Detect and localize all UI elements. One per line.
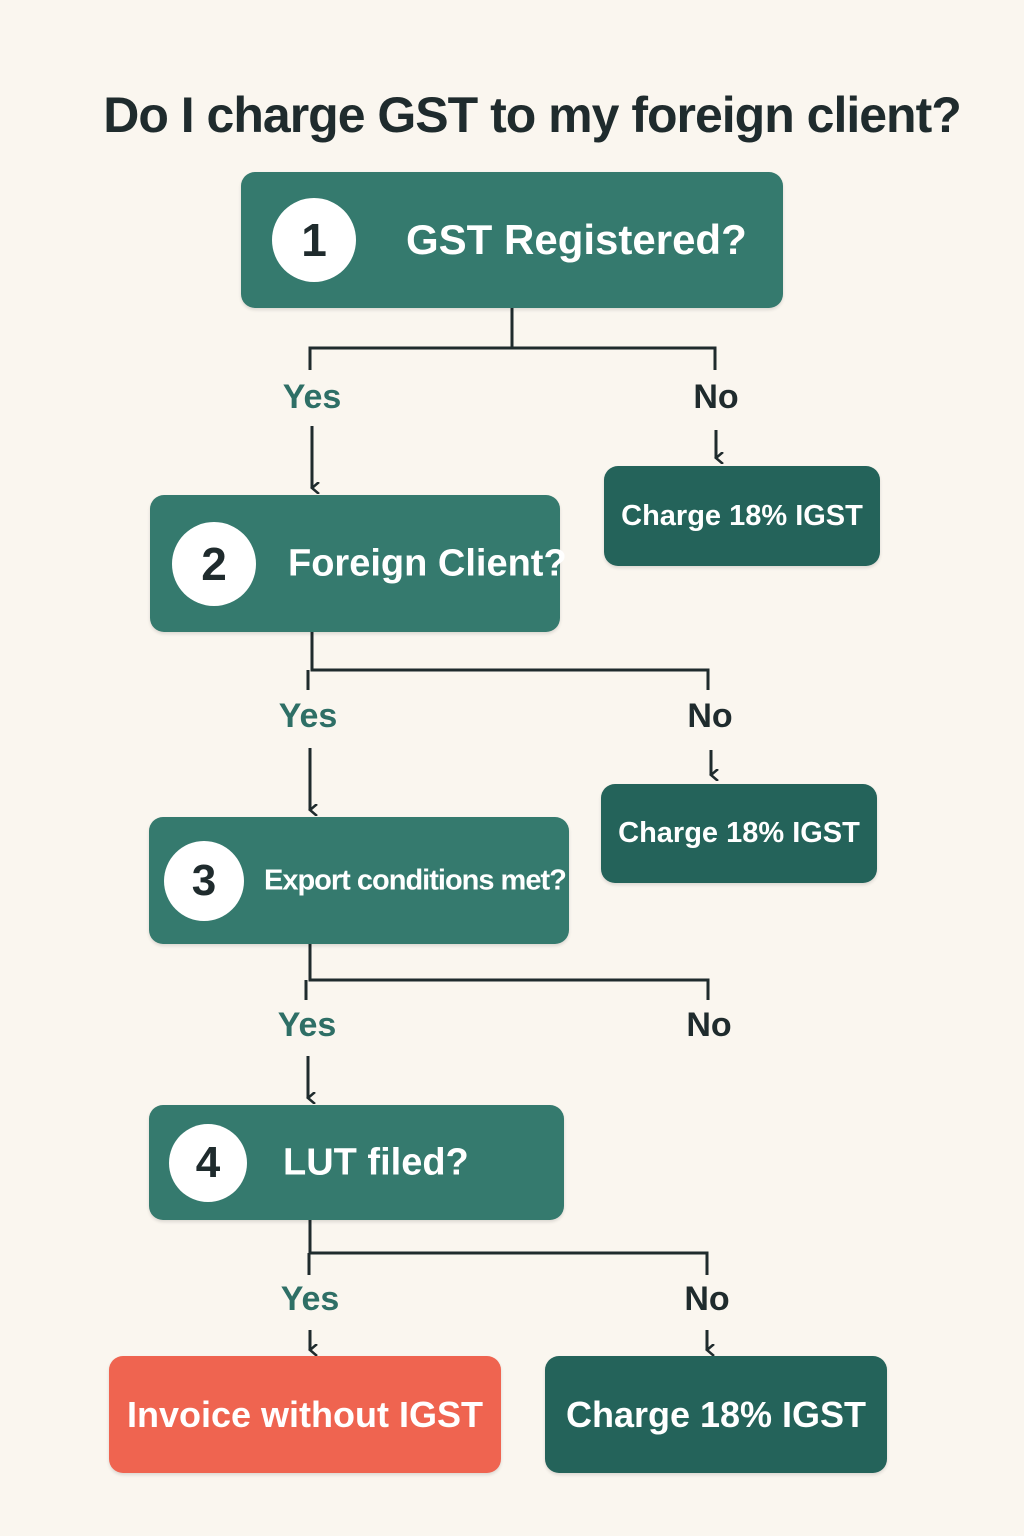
connector-step4-split (307, 1220, 709, 1275)
step-1-question: GST Registered? (406, 216, 747, 263)
step-4-question: LUT filed? (283, 1141, 469, 1183)
result-not-foreign-label: Charge 18% IGST (618, 817, 860, 849)
step-3-badge: 3 (164, 840, 244, 921)
page-title: Do I charge GST to my foreign client? (103, 86, 962, 143)
step-2-badge: 2 (172, 521, 256, 606)
step-2-box: 2 Foreign Client? (150, 495, 567, 632)
step-2-yes-label: Yes (278, 697, 338, 735)
connector-step3-split (304, 944, 710, 1000)
result-lut-no-label: Charge 18% IGST (565, 1393, 867, 1435)
result-lut-yes-label: Invoice without IGST (126, 1393, 483, 1435)
step-4-badge: 4 (169, 1123, 247, 1202)
result-not-registered-box: Charge 18% IGST (604, 466, 880, 566)
result-lut-yes-box: Invoice without IGST (109, 1356, 501, 1473)
result-not-registered-label: Charge 18% IGST (621, 499, 863, 532)
result-not-foreign-box: Charge 18% IGST (601, 784, 877, 883)
step-1-badge: 1 (272, 198, 356, 282)
step-3-no-label: No (686, 1006, 732, 1044)
step-3-yes-label: Yes (277, 1006, 337, 1044)
connector-step2-split (306, 632, 710, 690)
step-1-yes-label: Yes (282, 378, 342, 416)
result-lut-no-box: Charge 18% IGST (545, 1356, 887, 1473)
connector-step1-split (308, 308, 717, 370)
step-1-box: 1 GST Registered? (241, 172, 783, 308)
step-4-no-label: No (684, 1280, 730, 1318)
step-3-question: Export conditions met? (264, 864, 567, 896)
step-4-yes-label: Yes (280, 1280, 340, 1318)
step-1-no-label: No (693, 378, 739, 416)
step-4-box: 4 LUT filed? (149, 1105, 564, 1220)
step-2-question: Foreign Client? (288, 542, 567, 584)
step-2-no-label: No (687, 697, 733, 735)
step-3-box: 3 Export conditions met? (149, 817, 569, 944)
